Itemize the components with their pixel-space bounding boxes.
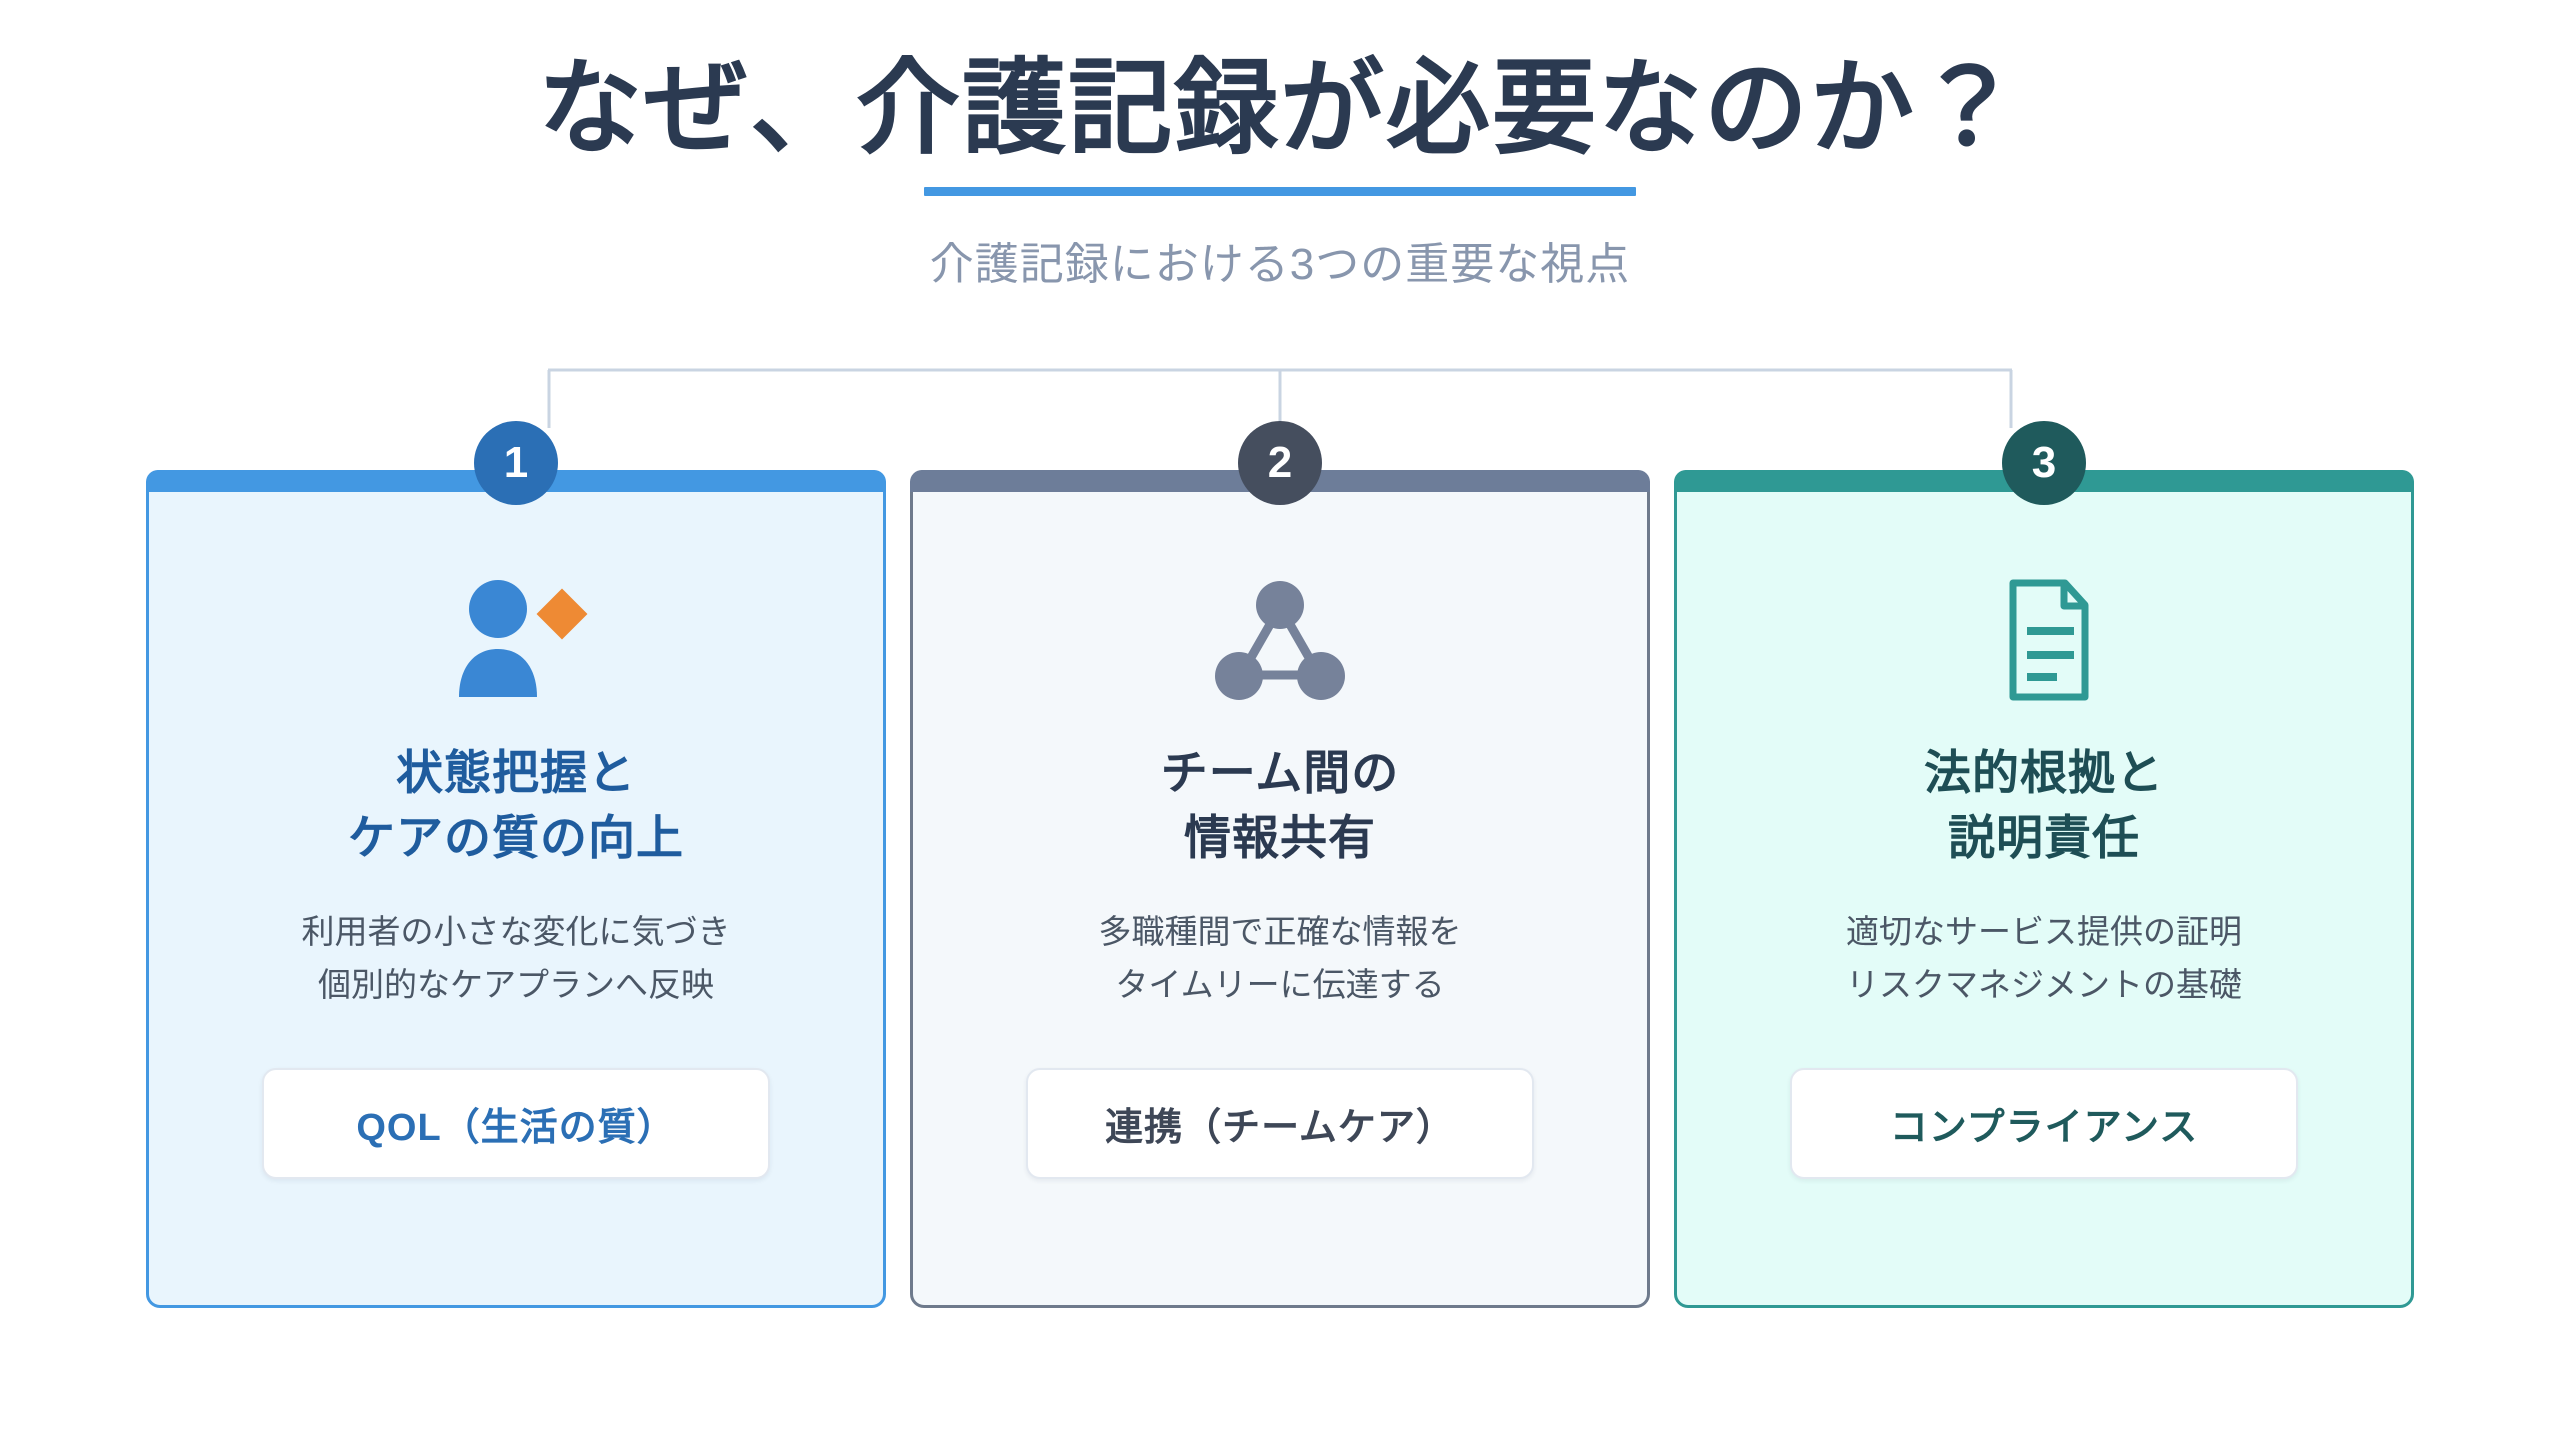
card-chip-compliance[interactable]: コンプライアンス (1790, 1067, 2298, 1179)
card-title-line2: 説明責任 (1948, 810, 2140, 864)
card-title-line1: チーム間の (1160, 746, 1400, 799)
card-title-3: 法的根拠と 説明責任 (1924, 741, 2164, 871)
card-title-line1: 法的根拠と (1924, 746, 2164, 799)
card-title-1: 状態把握と ケアの質の向上 (348, 741, 684, 871)
card-number-badge-2: 2 (1238, 421, 1322, 505)
card-chip-collaboration[interactable]: 連携（チームケア） (1026, 1067, 1534, 1179)
card-title-line2: ケアの質の向上 (348, 810, 684, 864)
card-number-badge-3: 3 (2002, 421, 2086, 505)
card-body-line1: 多職種間で正確な情報を (1098, 912, 1462, 950)
card-title-2: チーム間の 情報共有 (1161, 741, 1400, 871)
page-subtitle: 介護記録における3つの重要な視点 (929, 239, 1631, 289)
card-title-line1: 状態把握と (396, 746, 636, 799)
card-body-line1: 適切なサービス提供の証明 (1846, 912, 2242, 950)
card-legal-accountability[interactable]: 3 法的根拠と 説明責任 適切なサービス提供の証明 (1674, 421, 2414, 1308)
card-state-assessment[interactable]: 1 状態把握と ケアの質の向上 利用者の小さな変化に気づき 個別的なケアプランへ… (146, 421, 886, 1308)
card-body-line2: タイムリーに伝達する (1115, 966, 1445, 1004)
title-underline-rule (924, 186, 1636, 196)
card-number-badge-1: 1 (474, 421, 558, 505)
page-title: なぜ、介護記録が必要なのか？ (537, 51, 2022, 167)
card-row: 1 状態把握と ケアの質の向上 利用者の小さな変化に気づき 個別的なケアプランへ… (0, 421, 2560, 1320)
card-body-line1: 利用者の小さな変化に気づき (301, 912, 731, 950)
document-lines-icon (1969, 565, 2119, 715)
header: なぜ、介護記録が必要なのか？ 介護記録における3つの重要な視点 (0, 48, 2560, 292)
card-team-information-sharing[interactable]: 2 チーム間の 情報共有 多職種間で (910, 421, 1650, 1308)
card-body-3: 適切なサービス提供の証明 リスクマネジメントの基礎 (1846, 905, 2242, 1012)
card-title-line2: 情報共有 (1184, 810, 1376, 864)
person-with-diamond-icon (441, 565, 591, 715)
card-body-line2: リスクマネジメントの基礎 (1846, 966, 2242, 1004)
card-body-1: 利用者の小さな変化に気づき 個別的なケアプランへ反映 (302, 905, 731, 1012)
network-triangle-icon (1205, 565, 1355, 715)
card-body-2: 多職種間で正確な情報を タイムリーに伝達する (1099, 905, 1462, 1012)
card-body-line2: 個別的なケアプランへ反映 (318, 966, 714, 1004)
card-chip-qol[interactable]: QOL（生活の質） (262, 1067, 770, 1179)
